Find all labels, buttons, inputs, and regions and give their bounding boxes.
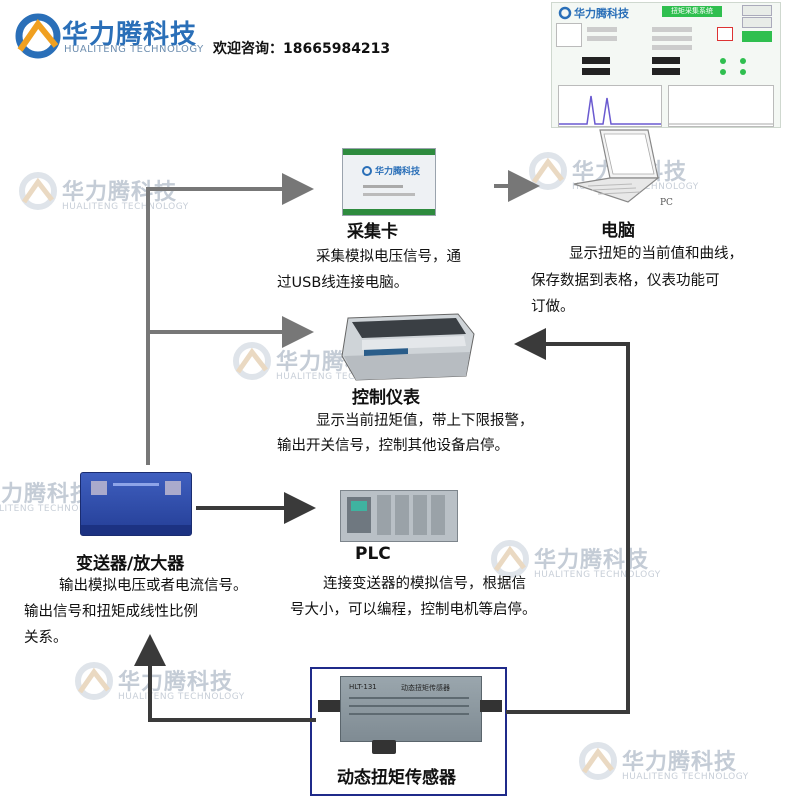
watermark-text: 华力腾科技	[0, 482, 94, 507]
sensor-title: 动态扭矩传感器	[337, 768, 456, 788]
screen-field	[652, 36, 692, 41]
sensor-connector	[372, 740, 396, 754]
pc-desc-line-1: 显示扭矩的当前值和曲线，	[569, 246, 743, 262]
meter-desc-line-2: 输出开关信号，控制其他设备启停。	[277, 438, 509, 454]
daq-desc-line-1: 采集模拟电压信号，通	[316, 249, 461, 265]
screen-panel	[556, 23, 582, 47]
label-line	[363, 193, 415, 196]
brand-logo-icon	[579, 742, 617, 780]
plc-device	[340, 490, 458, 542]
sensor-shaft-right	[480, 700, 502, 712]
io-module	[413, 495, 427, 535]
pc-title: 电脑	[601, 221, 635, 241]
plc-title: PLC	[355, 544, 391, 564]
screen-readout	[652, 68, 680, 75]
sensor-shaft-left	[318, 700, 340, 712]
connector	[91, 481, 107, 495]
brand-name: 华力腾科技	[62, 20, 198, 50]
cpu-module	[347, 497, 371, 533]
screen-chart-right	[668, 85, 774, 127]
laptop-pc-icon	[573, 129, 660, 203]
screen-indicator	[720, 69, 726, 75]
terminal-strip	[343, 149, 435, 155]
screen-top-bar: 扭矩采集系统	[662, 6, 722, 17]
io-module	[395, 495, 409, 535]
grid-icon	[669, 123, 773, 125]
io-module	[377, 495, 391, 535]
screen-red-box	[717, 27, 733, 41]
daq-card-brand: 华力腾科技	[375, 167, 421, 177]
screen-title: 华力腾科技	[574, 7, 629, 20]
sensor-device-name: 动态扭矩传感器	[401, 684, 450, 692]
screen-chart-left	[558, 85, 662, 127]
brand-logo-icon	[233, 342, 271, 380]
label-line	[363, 185, 403, 188]
daq-desc-line-2: 过USB线连接电脑。	[277, 275, 409, 291]
screen-field	[652, 27, 692, 32]
meter-title: 控制仪表	[352, 388, 420, 408]
label-line	[349, 713, 469, 715]
watermark-text: 华力腾科技	[622, 750, 738, 775]
meter-desc-line-1: 显示当前扭矩值，带上下限报警，	[316, 413, 534, 429]
plc-desc-line-2: 号大小，可以编程，控制电机等启停。	[290, 602, 537, 618]
brand-logo-icon	[491, 540, 529, 578]
software-screenshot: 华力腾科技 扭矩采集系统	[551, 2, 781, 128]
plc-display	[351, 501, 367, 511]
screen-readout	[582, 68, 610, 75]
watermark-text: 华力腾科技	[62, 180, 178, 205]
screen-field	[587, 36, 617, 41]
brand-logo-icon	[75, 662, 113, 700]
curve-icon	[559, 95, 661, 125]
torque-sensor-device: HLT-131 动态扭矩传感器	[340, 676, 482, 742]
sensor-model: HLT-131	[349, 683, 377, 691]
contact-phone: 欢迎咨询：18665984213	[213, 41, 391, 57]
label-line	[349, 705, 469, 707]
daq-title: 采集卡	[347, 222, 398, 242]
connector	[165, 481, 181, 495]
brand-logo-icon	[362, 166, 372, 176]
watermark-subtext: HUALITENG TECHNOLOGY	[118, 692, 245, 702]
brand-logo-icon	[19, 172, 57, 210]
screen-field	[652, 45, 692, 50]
io-module	[431, 495, 445, 535]
pc-desc-line-3: 订做。	[531, 299, 575, 315]
transmitter-desc-line-1: 输出模拟电压或者电流信号。	[59, 578, 248, 594]
screen-indicator	[740, 58, 746, 64]
torque-sensor-frame	[310, 667, 507, 796]
watermark-subtext: HUALITENG TECHNOLOGY	[276, 372, 403, 382]
brand-subtitle: HUALITENG TECHNOLOGY	[64, 44, 204, 55]
plc-desc-line-1: 连接变送器的模拟信号，根据信	[323, 576, 526, 592]
watermark-subtext: HUALITENG TECHNOLOGY	[622, 772, 749, 782]
transmitter-title: 变送器/放大器	[76, 554, 185, 574]
watermark-subtext: HUALITENG TECHNOLOGY	[0, 504, 105, 514]
terminal-strip	[343, 209, 435, 215]
brand-logo-icon	[558, 6, 572, 20]
pc-device-label: PC	[660, 198, 673, 208]
brand-logo-icon	[15, 13, 61, 59]
screen-indicator	[740, 69, 746, 75]
pc-desc-line-2: 保存数据到表格，仪表功能可	[531, 273, 720, 289]
label-line	[113, 483, 159, 486]
watermark-text: 华力腾科技	[118, 670, 234, 695]
screen-readout	[582, 57, 610, 64]
screen-button[interactable]	[742, 5, 772, 16]
screen-field	[587, 27, 617, 32]
transmitter-desc-line-3: 关系。	[24, 630, 68, 646]
base-plate	[81, 525, 191, 535]
transmitter-desc-line-2: 输出信号和扭矩成线性比例	[24, 604, 198, 620]
control-meter-device	[341, 313, 475, 381]
label-line	[349, 697, 469, 699]
daq-card-device: 华力腾科技	[342, 148, 436, 216]
screen-button[interactable]	[742, 17, 772, 28]
screen-indicator	[720, 58, 726, 64]
watermark-subtext: HUALITENG TECHNOLOGY	[62, 202, 189, 212]
watermark-subtext: HUALITENG TECHNOLOGY	[534, 570, 661, 580]
screen-readout	[652, 57, 680, 64]
arrow-to-meter-right	[506, 328, 630, 714]
transmitter-device	[80, 472, 192, 536]
arrow-to-transmitter	[134, 634, 316, 722]
screen-green-button[interactable]	[742, 31, 772, 42]
arrow-to-daq	[146, 173, 314, 465]
